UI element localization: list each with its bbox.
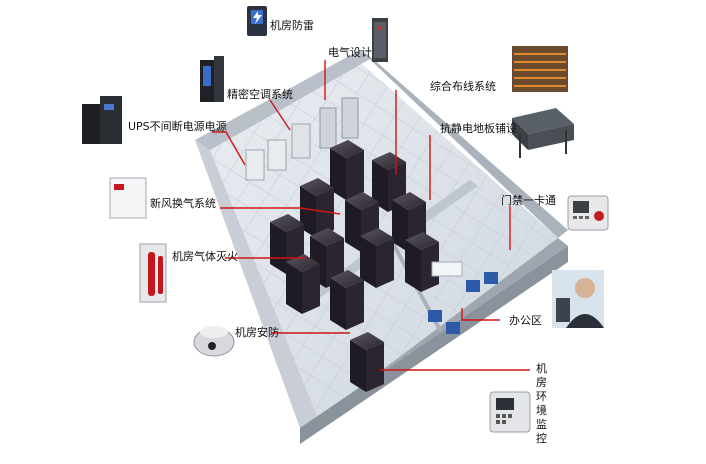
raised-floor-tile-icon xyxy=(512,108,574,158)
server-rack xyxy=(330,270,364,330)
label-office: 办公区 xyxy=(509,314,542,327)
label-gas-fire: 机房气体灭火 xyxy=(172,250,238,263)
label-cabling: 综合布线系统 xyxy=(430,80,496,93)
server-rack xyxy=(350,332,384,392)
leader-fresh-air xyxy=(220,207,341,215)
office-worker-icon xyxy=(552,270,604,328)
power-cabinet-icon xyxy=(372,18,388,62)
fresh-air-unit-icon xyxy=(109,177,147,219)
dome-camera-icon xyxy=(193,326,235,357)
card-reader-icon xyxy=(567,195,609,231)
leader-ac xyxy=(269,99,291,131)
label-antistatic-floor: 抗静电地板铺设 xyxy=(440,122,517,135)
fire-suppression-icon xyxy=(139,243,167,303)
server-rack xyxy=(286,254,320,314)
label-fresh-air: 新风换气系统 xyxy=(150,197,216,210)
leader-ups xyxy=(212,131,246,166)
wall-equipment xyxy=(245,97,359,181)
label-ups: UPS不间断电源电源 xyxy=(128,120,227,133)
label-env-monitor: 机房环境监控 xyxy=(536,362,547,445)
label-security: 机房安防 xyxy=(235,326,279,339)
server-rack xyxy=(360,228,394,288)
label-access-control: 门禁一卡通 xyxy=(501,194,556,207)
leader-lines xyxy=(212,60,530,371)
patch-panel-icon xyxy=(512,46,568,92)
lightning-protector-icon xyxy=(247,6,267,36)
ups-unit-icon xyxy=(82,96,122,144)
label-lightning: 机房防雷 xyxy=(270,19,314,32)
server-rack xyxy=(330,140,364,200)
server-racks xyxy=(270,140,439,392)
monitor-panel-icon xyxy=(489,391,531,433)
label-precision-ac: 精密空调系统 xyxy=(227,88,293,101)
label-electrical: 电气设计 xyxy=(328,46,372,59)
office-furniture xyxy=(428,261,498,334)
leader-office xyxy=(461,308,500,321)
server-rack xyxy=(405,232,439,292)
air-conditioner-icon xyxy=(200,56,224,102)
room-walls xyxy=(195,50,568,444)
